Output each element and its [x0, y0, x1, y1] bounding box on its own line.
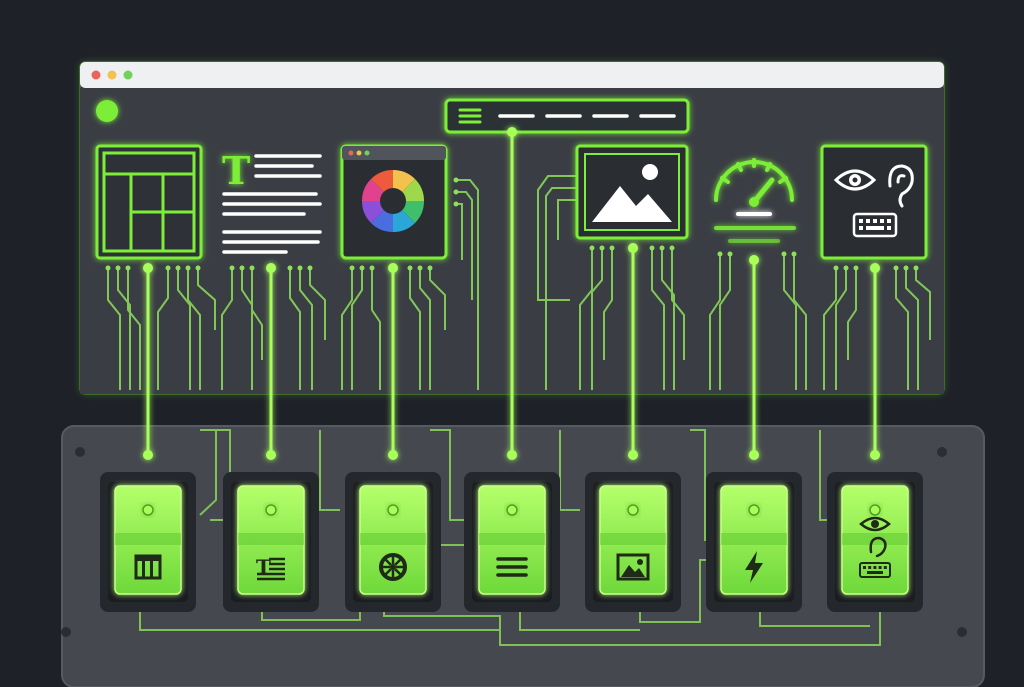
- toggle-switch-accessibility[interactable]: [827, 472, 923, 612]
- switch-divider: [115, 533, 181, 545]
- panel-traces: [139, 429, 881, 646]
- module-performance: [714, 158, 796, 243]
- switch-led: [387, 504, 399, 516]
- window-minimize-dot[interactable]: [107, 70, 117, 80]
- switch-divider: [360, 533, 426, 545]
- toggle-switch-media[interactable]: [585, 472, 681, 612]
- toggle-switch-typography[interactable]: T: [223, 472, 319, 612]
- connector-accessibility: [870, 263, 880, 460]
- module-typography: T: [222, 148, 322, 254]
- circuit-traces: [107, 175, 931, 390]
- speedometer-icon: [714, 158, 794, 205]
- module-accessibility: [820, 144, 928, 260]
- module-media: [575, 144, 689, 240]
- toggle-switch-row: T: [100, 472, 923, 612]
- nav-bar[interactable]: [444, 98, 690, 134]
- svg-text:T: T: [256, 555, 271, 579]
- toggle-switch-layout[interactable]: [100, 472, 196, 612]
- connector-navigation: [507, 127, 517, 460]
- ear-icon: [888, 164, 914, 208]
- switch-divider: [600, 533, 666, 545]
- image-icon: [616, 553, 650, 581]
- eye-ear-keyboard-icon: [833, 164, 914, 238]
- trace-endpoints: [105, 177, 919, 271]
- window-maximize-dot[interactable]: [123, 70, 133, 80]
- module-layout: [95, 144, 203, 260]
- menu-icon: [496, 557, 528, 577]
- color-wheel-icon: [379, 553, 407, 581]
- toggle-switch-color[interactable]: [345, 472, 441, 612]
- connector-performance: [749, 255, 759, 460]
- connector-color: [388, 263, 398, 460]
- panel-screws: [61, 447, 967, 637]
- switch-led: [627, 504, 639, 516]
- switch-led: [506, 504, 518, 516]
- module-color: [340, 144, 448, 260]
- lightning-icon: [745, 551, 763, 583]
- image-icon: [592, 164, 672, 222]
- color-wheel-icon: [361, 169, 425, 233]
- switch-divider: [721, 533, 787, 545]
- switch-divider: [238, 533, 304, 545]
- connector-layout: [143, 263, 153, 460]
- eye-ear-keyboard-icon: [859, 516, 891, 578]
- toggle-switch-performance[interactable]: [706, 472, 802, 612]
- connector-media: [628, 243, 638, 460]
- switch-divider: [479, 533, 545, 545]
- status-indicator: [96, 100, 118, 122]
- text-lines-icon: T: [256, 555, 285, 581]
- grid-layout-icon: [134, 554, 162, 580]
- window-close-dot[interactable]: [91, 70, 101, 80]
- switch-led: [265, 504, 277, 516]
- switch-led: [869, 504, 881, 516]
- grid-layout-icon: [102, 151, 196, 253]
- toggle-switch-navigation[interactable]: [464, 472, 560, 612]
- keyboard-icon: [852, 212, 898, 238]
- eye-icon: [833, 169, 877, 191]
- menu-icon: [458, 108, 482, 124]
- connector-typography: [266, 263, 276, 460]
- text-lines-icon: T: [222, 148, 250, 193]
- module-switch-connectors: [143, 127, 880, 460]
- switch-led: [142, 504, 154, 516]
- switch-led: [748, 504, 760, 516]
- browser-title-bar: [80, 62, 944, 88]
